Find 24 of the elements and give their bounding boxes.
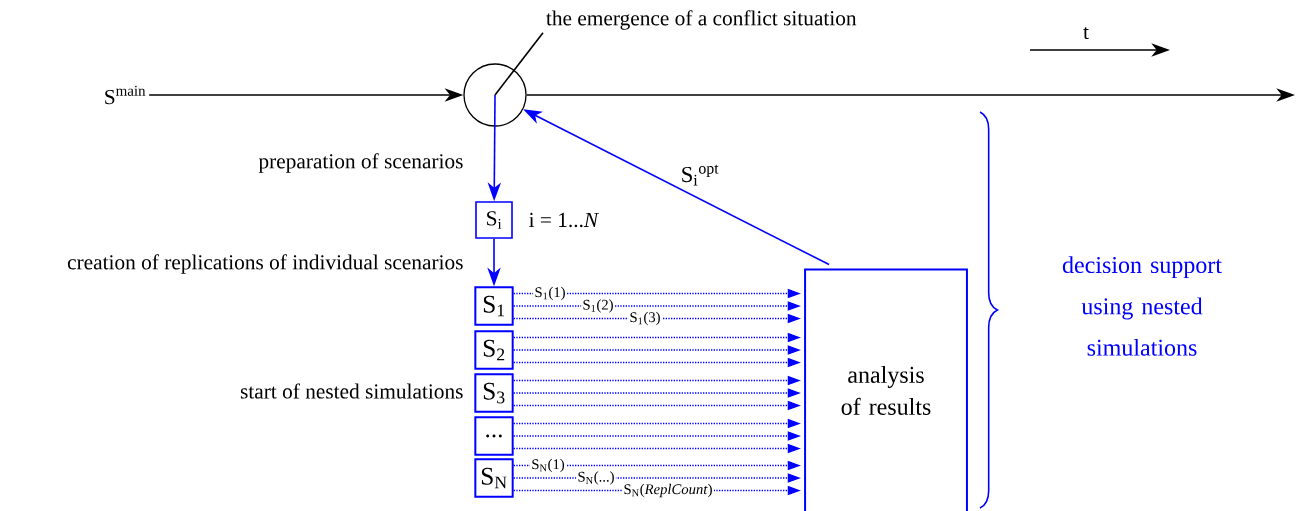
analysis-box: analysis of results (804, 268, 968, 511)
edge-label: S$_{1}$(3) (628, 310, 662, 327)
edge-label: S$_{1}$(2) (581, 298, 615, 314)
callout-text: the emergence of a conflict situation (546, 10, 857, 30)
edge-label: S$_{N}$(...) (576, 470, 616, 486)
scenario-box: S$_{i}$ (475, 201, 513, 239)
annotation-text: decision support using nested simulations (1062, 256, 1222, 356)
edge-label: S$_{N}$(ReplCount) (622, 482, 714, 499)
annotation-text: start of nested simulations (240, 383, 463, 399)
annotation-text: creation of replications of individual scenarios (67, 254, 463, 274)
scenario-box: S$_{1}$ (474, 286, 514, 326)
annotation-text: preparation of scenarios (258, 153, 463, 173)
annotation-text: t (1083, 26, 1089, 40)
signal-label: S$^{main}$ (105, 85, 146, 105)
edge-label: S$_{N}$(1) (530, 457, 566, 474)
scenario-box: ... (474, 416, 514, 456)
edge-label: S$_{1}$(1) (533, 285, 567, 302)
edge-label: S$_{i}$opt (679, 163, 721, 187)
leader-line (494, 31, 544, 96)
scenario-box: S$_{2}$ (474, 330, 514, 370)
annotation-text: i = 1...N (529, 212, 600, 228)
event-circle (463, 63, 527, 127)
scenario-box: S$_{3}$ (474, 373, 514, 413)
scenario-box: S$_{N}$ (474, 458, 514, 498)
